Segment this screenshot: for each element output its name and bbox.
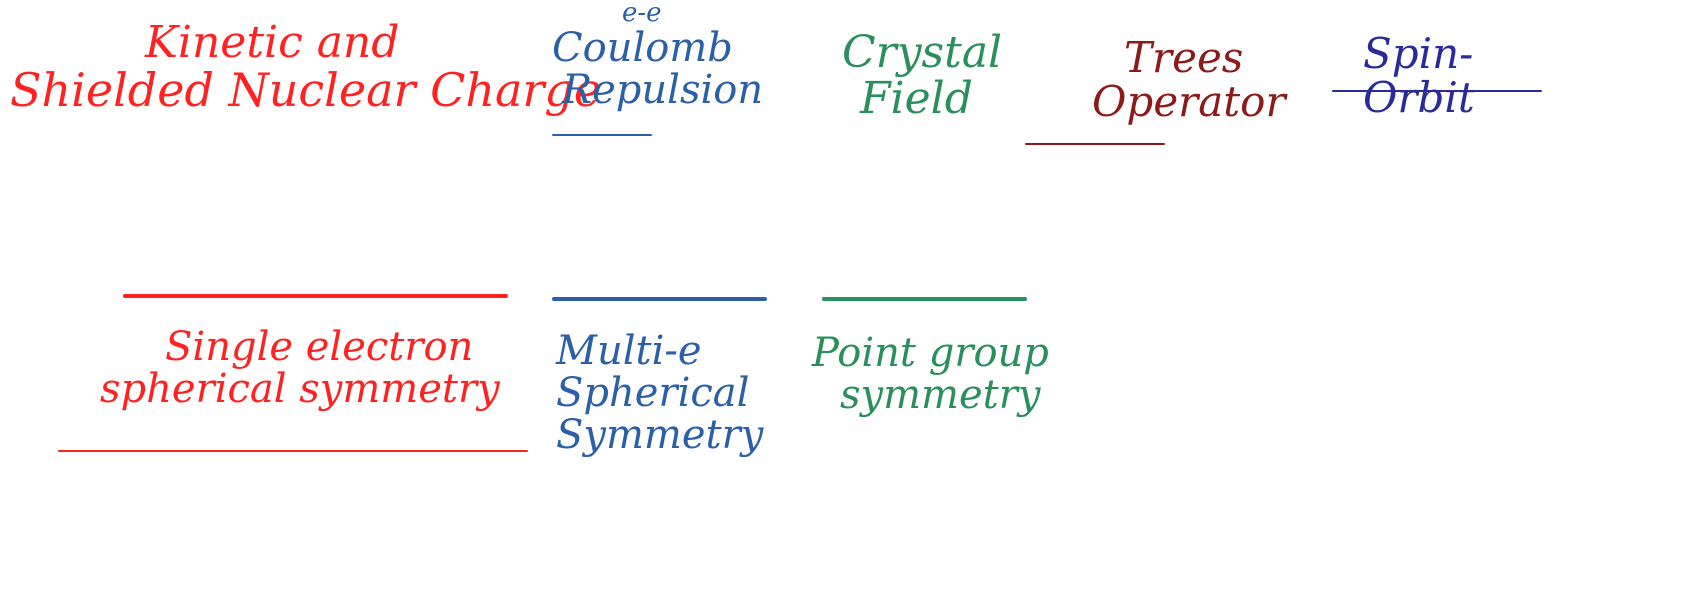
spin-orbit-note: Spin- Orbit xyxy=(1345,29,1475,123)
spin-cross-stroke xyxy=(1332,90,1542,92)
trees-line1: Trees xyxy=(1124,33,1244,82)
crystal-line2: Field xyxy=(860,73,973,125)
multi-line1: Multi-e xyxy=(556,328,702,374)
kinetic-shielded-nuclear-charge-note: Kinetic and Shielded Nuclear Charge xyxy=(10,17,602,118)
kinetic-line2: Shielded Nuclear Charge xyxy=(10,63,602,118)
trees-line2: Operator xyxy=(1092,77,1286,127)
multi-line3: Symmetry xyxy=(556,412,764,458)
coulomb-line2: Repulsion xyxy=(562,67,764,114)
coulomb-repulsion-note: e-e Coulomb Repulsion xyxy=(552,0,763,111)
single-electron-spherical-symmetry-note: Single electron spherical symmetry xyxy=(100,326,500,410)
trees-long-stroke xyxy=(1025,143,1165,145)
spin-line1: Spin- xyxy=(1363,29,1474,78)
point-line1: Point group xyxy=(812,330,1049,376)
point-group-symmetry-note: Point group symmetry xyxy=(812,332,1049,416)
single-line1: Single electron xyxy=(165,324,474,370)
single-underline-stroke xyxy=(58,450,528,452)
point-line2: symmetry xyxy=(840,372,1041,418)
trees-operator-note: Trees Operator xyxy=(1092,33,1286,127)
spin-line2: Orbit xyxy=(1363,73,1475,123)
blue-divider-line xyxy=(552,297,767,301)
green-divider-line xyxy=(822,297,1027,301)
crystal-field-note: Crystal Field xyxy=(842,27,1003,125)
crystal-line1: Crystal xyxy=(842,27,1003,78)
red-divider-line xyxy=(123,294,508,298)
multi-line2: Spherical xyxy=(556,370,750,416)
coulomb-line1: Coulomb xyxy=(552,25,733,72)
single-line2: spherical symmetry xyxy=(100,366,500,412)
kinetic-line1: Kinetic and xyxy=(145,17,400,68)
coulomb-line0: e-e xyxy=(622,0,662,28)
multi-e-spherical-symmetry-note: Multi-e Spherical Symmetry xyxy=(556,330,763,456)
coulomb-underline-stroke xyxy=(552,134,652,136)
